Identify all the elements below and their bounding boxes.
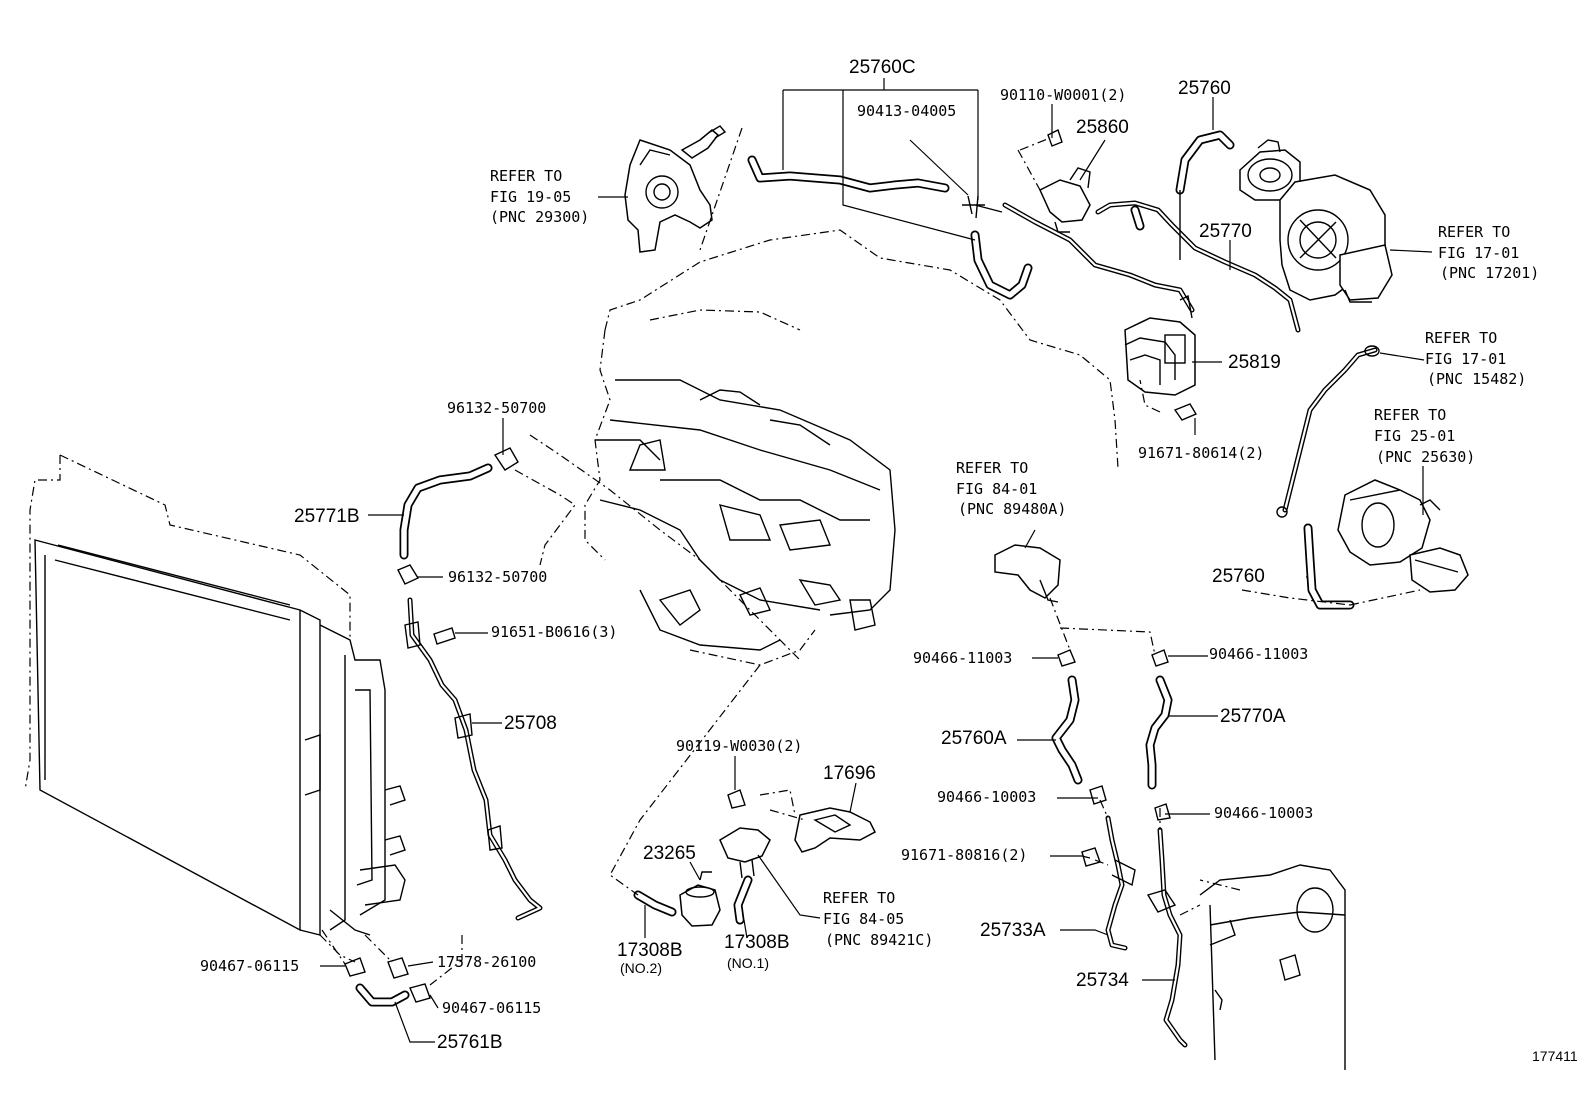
pipe-25733A: [1105, 815, 1136, 951]
label-23265: 23265: [643, 843, 696, 864]
ref-fig17-01-a-line1: REFER TO: [1438, 223, 1510, 241]
label-90119-W0030: 90119-W0030(2): [676, 737, 802, 755]
ref-fig17-01-a-line2: FIG 17-01: [1438, 244, 1519, 262]
label-91671-80816: 91671-80816(2): [901, 846, 1027, 864]
label-25761B: 25761B: [437, 1032, 503, 1053]
label-25770: 25770: [1199, 221, 1252, 242]
ref-fig84-01: REFER TO FIG 84-01 (PNC 89480A): [956, 459, 1066, 518]
label-25860: 25860: [1076, 117, 1129, 138]
label-25734: 25734: [1076, 970, 1129, 991]
ref-fig84-01-line3: (PNC 89480A): [958, 500, 1066, 518]
hose-25760-top: [1175, 130, 1235, 260]
ref-fig84-01-line2: FIG 84-01: [956, 480, 1037, 498]
engine-block-outline: [584, 229, 1119, 666]
vsv-25860: [1039, 129, 1091, 233]
label-90110-W0001: 90110-W0001(2): [1000, 86, 1126, 104]
label-17696: 17696: [823, 763, 876, 784]
label-25733A: 25733A: [980, 920, 1046, 941]
label-17308B-no1-sub: (NO.1): [727, 955, 769, 971]
hose-25760A: [1051, 649, 1083, 785]
label-25770A: 25770A: [1220, 706, 1286, 727]
ref-fig17-01-b-line2: FIG 17-01: [1425, 350, 1506, 368]
label-17578-26100: 17578-26100: [437, 953, 536, 971]
pipe-25734: [1146, 827, 1188, 1048]
vsv-25819: [1124, 294, 1198, 421]
label-91651-B0616: 91651-B0616(3): [491, 623, 617, 641]
label-17308B-no2-sub: (NO.2): [620, 960, 662, 976]
ref-fig25-01-line1: REFER TO: [1374, 406, 1446, 424]
ref-fig84-05-line3: (PNC 89421C): [825, 931, 933, 949]
sensor-89421C: [719, 827, 771, 879]
label-90467-06115-left: 90467-06115: [200, 957, 299, 975]
label-25819: 25819: [1228, 352, 1281, 373]
label-90413-04005: 90413-04005: [857, 102, 956, 120]
label-17308B-no2: 17308B: [617, 940, 683, 961]
ref-fig84-05-line2: FIG 84-05: [823, 910, 904, 928]
label-90467-06115-right: 90467-06115: [442, 999, 541, 1017]
label-25760-right: 25760: [1212, 566, 1265, 587]
turbocharger: [1239, 139, 1393, 303]
sensor-bracket-89480A: [994, 544, 1061, 603]
phantom-lines: [321, 127, 1421, 986]
ref-fig84-01-line1: REFER TO: [956, 459, 1028, 477]
hose-25760C-upper: [747, 155, 1195, 313]
label-25760C: 25760C: [849, 57, 916, 78]
hose-25760-right: [1303, 523, 1355, 610]
hose-25761B: [344, 957, 431, 1007]
filter-23265: [679, 871, 721, 927]
ref-fig84-05-line1: REFER TO: [823, 889, 895, 907]
ref-fig17-01-a-line3: (PNC 17201): [1440, 264, 1539, 282]
exhaust-pipe: [1199, 864, 1346, 1070]
label-90466-10003-right: 90466-10003: [1214, 804, 1313, 822]
ref-fig17-01-b-line3: (PNC 15482): [1427, 370, 1526, 388]
hose-25770A: [1145, 649, 1173, 790]
hose-17308B-no2: [633, 890, 677, 917]
leader-lines: [320, 78, 1433, 1043]
ref-fig17-01-a: REFER TO FIG 17-01 (PNC 17201): [1438, 223, 1539, 282]
figure-number: 177411: [1532, 1048, 1578, 1064]
label-90466-11003-left: 90466-11003: [913, 649, 1012, 667]
ref-fig19-05-line2: FIG 19-05: [490, 188, 571, 206]
ref-fig19-05: REFER TO FIG 19-05 (PNC 29300): [490, 167, 589, 226]
vacuum-pump: [624, 125, 727, 253]
ref-fig25-01-line2: FIG 25-01: [1374, 427, 1455, 445]
pipe-25708: [404, 597, 543, 921]
label-17308B-no1: 17308B: [724, 932, 790, 953]
hose-25770: [1095, 200, 1301, 333]
ref-fig25-01-line3: (PNC 25630): [1376, 448, 1475, 466]
hose-17308B-no1: [733, 875, 753, 925]
label-25760A: 25760A: [941, 728, 1007, 749]
ref-fig19-05-line1: REFER TO: [490, 167, 562, 185]
pipe-15482: [1276, 345, 1380, 518]
label-91671-80614: 91671-80614(2): [1138, 444, 1264, 462]
label-90466-11003-right: 90466-11003: [1209, 645, 1308, 663]
label-25708: 25708: [504, 713, 557, 734]
label-96132-50700-top: 96132-50700: [447, 399, 546, 417]
label-25760-top: 25760: [1178, 78, 1231, 99]
ref-fig17-01-b-line1: REFER TO: [1425, 329, 1497, 347]
label-96132-50700-bottom: 96132-50700: [448, 568, 547, 586]
ref-fig84-05: REFER TO FIG 84-05 (PNC 89421C): [823, 889, 933, 949]
radiator: [24, 454, 406, 963]
ref-fig17-01-b: REFER TO FIG 17-01 (PNC 15482): [1425, 329, 1526, 388]
ref-fig19-05-line3: (PNC 29300): [490, 208, 589, 226]
ref-fig25-01: REFER TO FIG 25-01 (PNC 25630): [1374, 406, 1475, 466]
bracket-17696: [727, 789, 876, 853]
egr-valve-25630: [1337, 479, 1469, 593]
hose-25771B: [397, 447, 519, 585]
label-25771B: 25771B: [294, 506, 360, 527]
label-90466-10003-left: 90466-10003: [937, 788, 1036, 806]
